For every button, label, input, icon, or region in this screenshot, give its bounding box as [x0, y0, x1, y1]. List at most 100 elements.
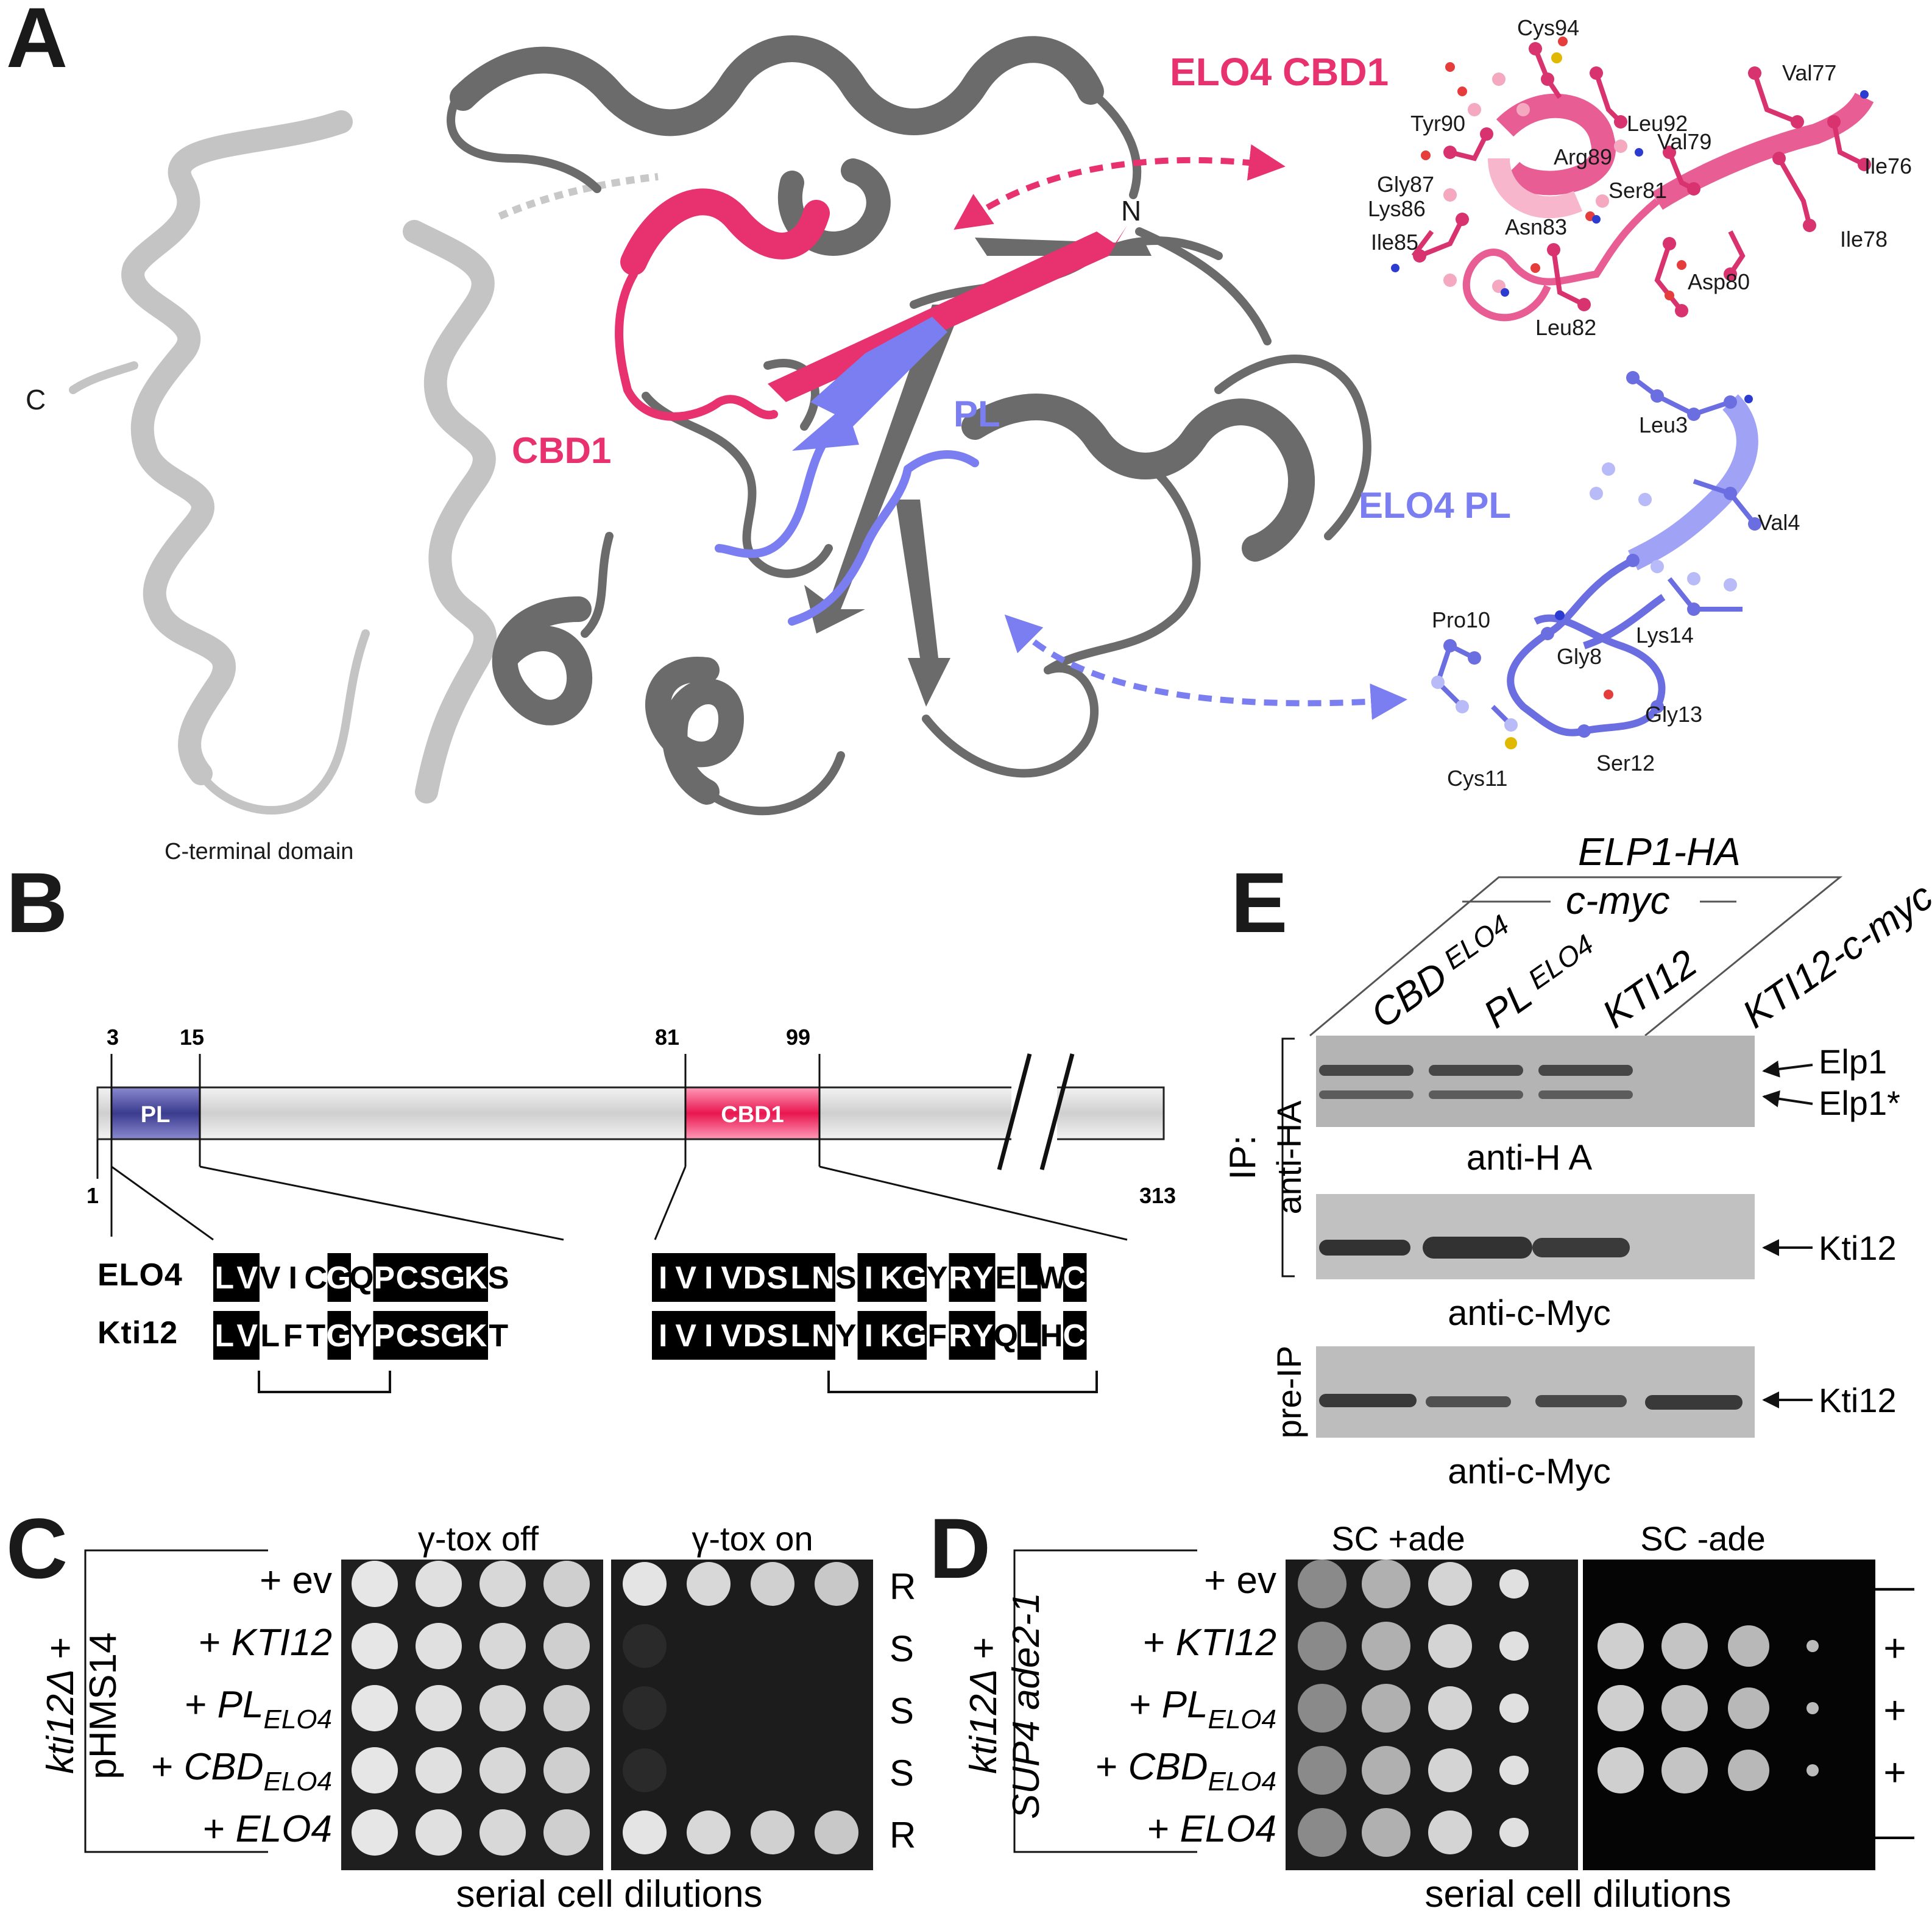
pos-15: 15: [180, 1025, 204, 1050]
residue-letter: V: [236, 1318, 258, 1354]
residue-letter: Q: [994, 1318, 1019, 1354]
rows-c: + ev+ KTI12+ PLELO4+ CBDELO4+ ELO4: [151, 1560, 332, 1850]
cbd1-structure: [615, 188, 830, 421]
residue-letter: V: [721, 1260, 743, 1296]
cbd1-residue-label: Val79: [1657, 129, 1711, 154]
residue-letter: V: [721, 1318, 743, 1354]
strain-row-label: + KTI12: [1143, 1622, 1276, 1664]
residue-letter: Q: [349, 1260, 374, 1296]
growth-mark: +: [1883, 1626, 1906, 1670]
pl-loop: [715, 422, 912, 626]
residue-letter: V: [675, 1260, 697, 1296]
residue-letter: D: [743, 1260, 766, 1296]
colony-spot: [1298, 1684, 1346, 1733]
residue-letter: Y: [835, 1318, 857, 1354]
residue-letter: L: [790, 1318, 810, 1354]
elo4-pl-title: ELO4 PL: [1359, 485, 1511, 526]
blot-band: [1532, 1238, 1630, 1257]
beta-strand-1: [804, 305, 963, 634]
disordered-linker: [498, 173, 659, 220]
strain-row-label: + ev: [1204, 1560, 1276, 1602]
identity-box: [442, 1253, 465, 1302]
identity-box: [652, 1253, 676, 1302]
residue-letter: S: [419, 1318, 441, 1354]
colony-spot: [1661, 1747, 1708, 1793]
growth-mark: —: [1875, 1564, 1914, 1608]
identity-box: [880, 1311, 904, 1360]
cbd1-region-label: CBD1: [721, 1102, 784, 1128]
ip-bracket: [1281, 1037, 1295, 1277]
identity-box: [766, 1311, 790, 1360]
colony-spot: [1362, 1808, 1410, 1857]
colony-spot: [1362, 1560, 1410, 1608]
identity-box: [419, 1253, 442, 1302]
growth-mark: —: [1875, 1812, 1914, 1856]
rows-d: + ev+ KTI12+ PLELO4+ CBDELO4+ ELO4: [1095, 1560, 1276, 1850]
colony-spot: [543, 1747, 590, 1793]
identity-box: [373, 1253, 397, 1302]
residue-letter: R: [949, 1260, 972, 1296]
colony-spot: [1362, 1622, 1410, 1670]
cbd1-residue-label: Leu92: [1627, 111, 1688, 136]
blot2-caption: anti-c-Myc: [1448, 1293, 1610, 1333]
cbd1-residue-label: Ser81: [1608, 178, 1667, 203]
blot-band: [1319, 1394, 1417, 1407]
blot-anti-ha: [1316, 1036, 1755, 1127]
identity-box: [743, 1253, 767, 1302]
cbd1-residue-label: Val77: [1782, 60, 1836, 85]
residue-letter: K: [880, 1318, 904, 1354]
identity-box: [720, 1311, 744, 1360]
identity-box: [903, 1253, 927, 1302]
panel-b-letter: B: [6, 855, 68, 950]
footer-d: serial cell dilutions: [1424, 1873, 1731, 1915]
residue-letter: E: [995, 1260, 1017, 1296]
phenotype-mark: S: [890, 1753, 914, 1793]
pl-residue-label: Pro10: [1432, 607, 1490, 632]
identity-box: [236, 1311, 260, 1360]
cbd1-residue-label: Asn83: [1505, 214, 1567, 239]
identity-box: [1017, 1311, 1041, 1360]
residue-letter: L: [214, 1260, 235, 1296]
lane-label: KTI12: [1594, 941, 1705, 1037]
colony-spot: [1428, 1686, 1472, 1730]
lane-label: KTI12-c-myc: [1735, 874, 1932, 1036]
residue-letter: W: [1036, 1260, 1067, 1296]
c-terminal-domain-label: C-terminal domain: [165, 839, 353, 864]
identity-box: [327, 1253, 351, 1302]
identity-box: [972, 1311, 996, 1360]
identity-box: [1063, 1253, 1087, 1302]
blot-band: [1319, 1240, 1410, 1256]
pl-residue-label: Gly8: [1557, 644, 1602, 669]
strain-d-line2: SUP4 ade2-1: [1005, 1592, 1047, 1819]
pos-313: 313: [1139, 1183, 1176, 1208]
colony-spot: [1728, 1687, 1769, 1729]
residue-letter: N: [812, 1318, 835, 1354]
strain-bracket-d: [1013, 1549, 1197, 1853]
blot-band: [1645, 1395, 1743, 1410]
footer-c: serial cell dilutions: [456, 1873, 762, 1915]
identity-box: [396, 1253, 420, 1302]
colony-spot: [416, 1685, 462, 1731]
residue-letter: H: [1040, 1318, 1064, 1354]
residue-letter: C: [304, 1260, 328, 1296]
residue-letter: S: [488, 1260, 510, 1296]
identity-box: [698, 1311, 721, 1360]
colony-spot: [1806, 1702, 1819, 1714]
break-marks: [997, 1053, 1075, 1170]
strain-row-label: + ELO4: [203, 1808, 332, 1850]
identity-box: [812, 1253, 835, 1302]
identity-box: [1017, 1253, 1041, 1302]
colony-spot: [623, 1562, 667, 1606]
blot1-caption: anti-H A: [1467, 1138, 1593, 1178]
residue-letter: S: [835, 1260, 857, 1296]
identity-box: [789, 1253, 813, 1302]
residue-letter: I: [659, 1318, 668, 1354]
colony-spot: [479, 1809, 526, 1856]
pre-ip-label: pre-IP: [1270, 1346, 1308, 1439]
residue-letter: Y: [351, 1318, 373, 1354]
spots-c: [352, 1561, 858, 1856]
colony-spot: [479, 1747, 526, 1793]
blot-band: [1429, 1090, 1523, 1099]
colony-spot: [1362, 1684, 1410, 1733]
residue-letter: L: [790, 1260, 810, 1296]
